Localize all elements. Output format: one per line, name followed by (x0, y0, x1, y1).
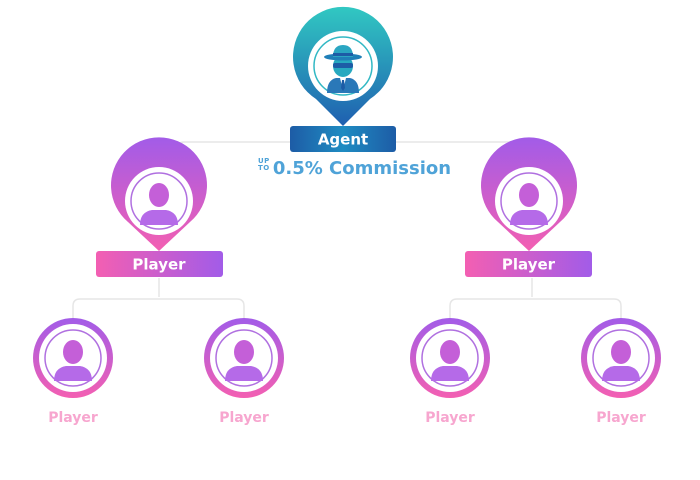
commission-prefix-line1: UP (258, 157, 270, 165)
player-node-tier2-2: Player (204, 318, 284, 426)
player-label-bar (96, 251, 223, 277)
player-label: Player (502, 256, 556, 274)
person-icon (431, 340, 469, 381)
spy-hat-icon (324, 45, 362, 93)
player-node-tier1-left: Player (96, 137, 223, 277)
player-label: Player (48, 410, 98, 426)
player-node-tier2-3: Player (410, 318, 490, 426)
connector-player-right-children (449, 298, 622, 318)
player-label-bar (465, 251, 592, 277)
agent-label-bar (290, 126, 396, 152)
player-node-tier1-right: Player (465, 137, 592, 277)
commission-text: UP TO 0.5% Commission (258, 158, 458, 180)
commission-prefix: UP TO (258, 158, 270, 172)
person-icon (225, 340, 263, 381)
person-icon (510, 183, 548, 225)
person-icon (140, 183, 178, 225)
commission-prefix-line2: TO (258, 164, 270, 172)
agent-label: Agent (318, 131, 368, 149)
person-icon (602, 340, 640, 381)
player-node-tier2-4: Player (581, 318, 661, 426)
connector-player-left-children (72, 298, 245, 318)
player-label: Player (219, 410, 269, 426)
player-label: Player (425, 410, 475, 426)
player-node-tier2-1: Player (33, 318, 113, 426)
person-icon (54, 340, 92, 381)
player-label: Player (132, 256, 186, 274)
agent-node: Agent (290, 6, 396, 152)
commission-value: 0.5% Commission (272, 158, 452, 179)
player-label: Player (596, 410, 646, 426)
